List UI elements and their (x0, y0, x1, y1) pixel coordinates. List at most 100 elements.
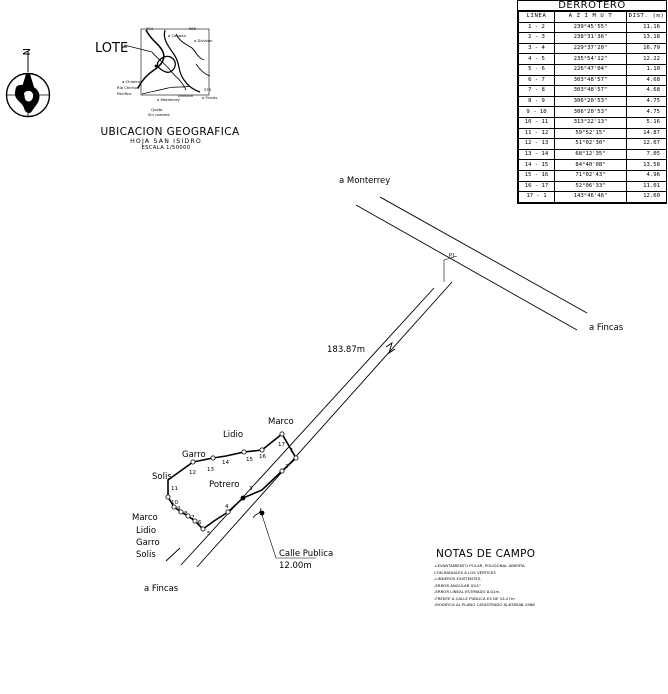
street-width-label: 12.00m (279, 561, 312, 571)
azimuth-cell: 303°48'57" (554, 74, 627, 87)
compass-rose-icon: N (5, 48, 51, 118)
distance-cell: 11.16 (626, 21, 667, 34)
field-note-line: -LINDEROS EXISTENTES. (434, 576, 482, 581)
street-label: Calle Publica (279, 549, 333, 559)
map-label-division-town: Division (178, 93, 194, 98)
line-cell: 4 - 5 (518, 53, 555, 65)
distance-label: 183.87m (327, 345, 365, 355)
location-scale: ESCALA 1/50000 (141, 145, 191, 151)
distance-cell: 12.22 (626, 53, 667, 65)
neighbor-marco-bottom: Marco (132, 513, 158, 523)
map-label-quebr: Quebr. (151, 107, 164, 112)
neighbor-lidio-top: Lidio (223, 430, 243, 440)
distance-cell: 4.96 (626, 169, 667, 182)
vertex-label: 17 (278, 442, 285, 448)
field-note-line: -FRENTE A CALLE PUBLICA ES DE 54.27m (434, 595, 515, 601)
distance-cell: 1.10 (626, 63, 667, 76)
header-linea: LINEA (518, 11, 555, 23)
azimuth-cell: 52°06'33" (554, 180, 627, 193)
azimuth-cell: 51°02'30" (554, 138, 627, 150)
line-cell: 15 - 16 (518, 169, 555, 182)
field-notes-title: NOTAS DE CAMPO (436, 548, 536, 560)
to-monterrey-label: a Monterrey (339, 176, 390, 186)
line-cell: 7 - 8 (518, 85, 555, 97)
vertex-label: 6 (198, 520, 202, 526)
azimuth-cell: 59°52'15" (554, 127, 627, 140)
pi-label: P.I. (449, 253, 456, 259)
distance-cell: 12.60 (626, 191, 667, 203)
azimuth-cell: 68°12'35" (554, 148, 627, 161)
map-label-504: 504 (146, 27, 154, 31)
line-cell: 16 - 17 (518, 180, 555, 193)
line-cell: 10 - 11 (518, 116, 555, 129)
vertex-label: 7 (191, 515, 195, 521)
azimuth-cell: 238°31'36" (554, 32, 627, 44)
vertex-label: 2 (285, 464, 289, 470)
vertex-label: 5 (207, 531, 211, 537)
location-sheet: HOJA SAN ISIDRO (130, 138, 202, 145)
vertex-label: 3 (249, 486, 253, 492)
azimuth-cell: 306°20'53" (554, 95, 627, 108)
map-label-576: 576 (204, 88, 212, 92)
field-note-line: -MODIFICA AL PLANO CATASTRADO SJ-638506-… (434, 602, 535, 607)
line-cell: 6 - 7 (518, 74, 555, 87)
line-cell: 3 - 4 (518, 42, 555, 55)
distance-cell: 13.18 (626, 32, 667, 44)
vertex-label: 10 (171, 500, 178, 506)
vertex-label: 13 (207, 467, 214, 473)
derrotero-title: DERROTERO (518, 1, 666, 11)
vertex-label: 16 (259, 454, 266, 460)
distance-cell: 14.87 (626, 127, 667, 140)
to-fincas-right-label: a Fincas (589, 323, 624, 333)
map-label-canaan: a Canaan (168, 33, 187, 38)
field-note-line: -ERROR LINEAL ESTIMADO 0.01m. (434, 589, 501, 594)
vertex-label: 15 (246, 457, 253, 463)
neighbor-garro-bottom: Garro (136, 538, 160, 548)
to-fincas-left-label: a Fincas (144, 584, 179, 594)
lote-label: LOTE (95, 41, 128, 56)
lot-name-label: Potrero (209, 480, 239, 490)
map-label-division: a Division (194, 38, 213, 43)
line-cell: 14 - 15 (518, 159, 555, 171)
map-label-fincas: a Fincas (202, 95, 217, 100)
distance-cell: 11.01 (626, 180, 667, 193)
distance-cell: 16.79 (626, 42, 667, 55)
header-azimut: A Z I M U T (554, 11, 627, 23)
azimuth-cell: 239°45'55" (554, 21, 627, 34)
map-label-monterrey: a Monterrey (157, 97, 181, 102)
vertex-label: 8 (184, 511, 188, 517)
neighbor-garro-top: Garro (182, 450, 206, 460)
azimuth-cell: 71°02'43" (554, 169, 627, 182)
north-letter: N (20, 48, 31, 55)
access-road: P.I. (165, 196, 588, 568)
azimuth-cell: 229°37'20" (554, 42, 627, 55)
neighbor-lidio-bottom: Lidio (136, 526, 156, 536)
vertex-label: 1 (290, 448, 294, 454)
field-note-line: -LEVANTAMIENTO POLAR, POLIGONAL ABIERTA (434, 563, 525, 568)
azimuth-cell: 143°46'46" (554, 191, 627, 203)
location-caption: UBICACION GEOGRAFICA HOJA SAN ISIDRO ESC… (100, 126, 250, 151)
distance-cell: 12.07 (626, 138, 667, 150)
azimuth-cell: 235°54'12" (554, 53, 627, 65)
line-cell: 11 - 12 (518, 127, 555, 140)
line-cell: 12 - 13 (518, 138, 555, 150)
line-cell: 17 - 1 (518, 191, 555, 203)
map-label-pacifico: Pacifico (117, 91, 132, 96)
vertex-label: 14 (222, 460, 229, 466)
line-cell: 13 - 14 (518, 148, 555, 161)
azimuth-cell: 306°20'53" (554, 106, 627, 118)
